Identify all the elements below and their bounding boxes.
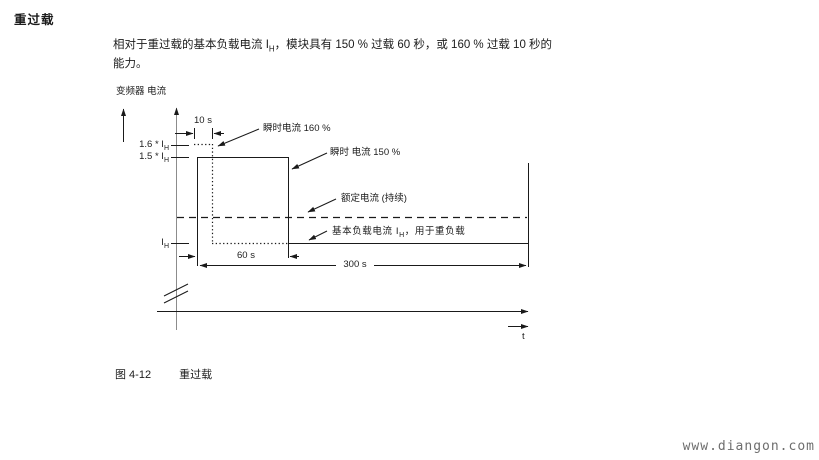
y-axis-title: 变频器 电流 bbox=[116, 86, 167, 97]
subscript-h: H bbox=[163, 144, 169, 152]
dim-10s bbox=[175, 128, 224, 139]
leader-160 bbox=[217, 128, 260, 147]
figure-caption-text: 重过载 bbox=[179, 369, 213, 381]
figure-number: 图 4-12 bbox=[115, 369, 152, 381]
paragraph-line-1: 相对于重过载的基本负载电流 IH，模块具有 150 % 过载 60 秒，或 16… bbox=[113, 36, 552, 55]
annotation-baseload: 基本负载电流 IH，用于重负载 bbox=[332, 223, 466, 239]
figure-caption: 图 4-12 重过载 bbox=[115, 366, 212, 382]
x-axis-symbol: t bbox=[522, 331, 525, 342]
paragraph-text-pre: 相对于重过载的基本负载电流 I bbox=[113, 39, 269, 51]
subscript-h: H bbox=[268, 44, 275, 54]
watermark: www.diangon.com bbox=[682, 439, 815, 454]
level-label-1-5: 1.5 * IH bbox=[126, 151, 169, 164]
annotation-rated: 额定电流 (持续) bbox=[341, 193, 407, 204]
leader-baseload bbox=[308, 230, 328, 241]
level-label-ih: IH bbox=[150, 237, 169, 250]
paragraph-line-2: 能力。 bbox=[113, 58, 148, 70]
subscript-h: H bbox=[399, 231, 405, 239]
leader-rated bbox=[307, 198, 337, 213]
annotation-baseload-pre: 基本负载电流 I bbox=[332, 226, 400, 237]
annotation-150: 瞬时 电流 150 % bbox=[330, 147, 401, 158]
annotation-160: 瞬时电流 160 % bbox=[263, 123, 331, 134]
duration-60s: 60 s bbox=[237, 250, 255, 261]
section-title: 重过载 bbox=[14, 13, 55, 27]
subscript-h: H bbox=[163, 156, 169, 164]
level-ih-text: I bbox=[161, 237, 164, 248]
level-1-5-text: 1.5 * I bbox=[139, 151, 164, 162]
axis-break bbox=[163, 283, 189, 304]
level-1-6-text: 1.6 * I bbox=[139, 139, 164, 150]
intro-paragraph: 相对于重过载的基本负载电流 IH，模块具有 150 % 过载 60 秒，或 16… bbox=[113, 36, 552, 74]
paragraph-text-post: ，模块具有 150 % 过载 60 秒，或 160 % 过载 10 秒的 bbox=[274, 39, 553, 51]
leader-150 bbox=[291, 152, 328, 170]
subscript-h: H bbox=[163, 242, 169, 250]
duration-10s: 10 s bbox=[194, 115, 212, 126]
annotation-baseload-post: ，用于重负载 bbox=[404, 226, 466, 237]
duration-300s: 300 s bbox=[343, 259, 367, 270]
level-label-1-6: 1.6 * IH bbox=[126, 139, 169, 152]
